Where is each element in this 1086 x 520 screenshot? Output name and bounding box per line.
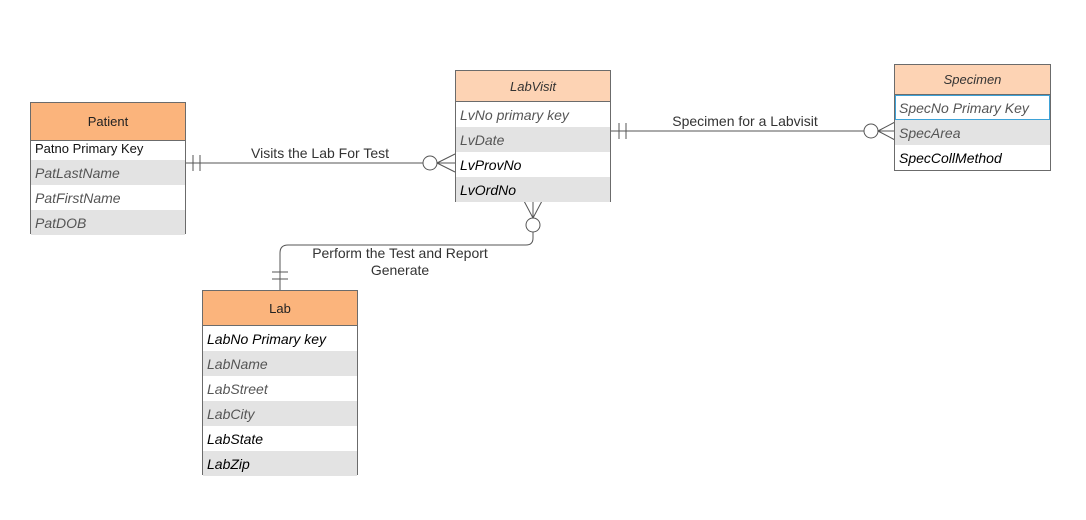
lab-attr-labzip[interactable]: LabZip (203, 451, 357, 476)
lab-attr-labstreet[interactable]: LabStreet (207, 380, 268, 397)
relationship-label-perform: Perform the Test and Report Generate (300, 245, 500, 279)
labvisit-attr-lvno[interactable]: LvNo primary key (460, 106, 569, 123)
connector-patient-labvisit[interactable] (186, 153, 456, 173)
relationship-label-visits: Visits the Lab For Test (251, 145, 389, 161)
lab-attr-labno[interactable]: LabNo Primary key (207, 330, 327, 347)
lab-attr-labname[interactable]: LabName (203, 351, 357, 376)
entity-patient[interactable]: Patient Patno Primary Key PatLastName Pa… (30, 102, 186, 235)
entity-labvisit[interactable]: LabVisit LvNo primary key LvDate LvProvN… (455, 70, 611, 202)
entity-lab-header[interactable]: Lab (203, 291, 357, 326)
lab-attr-labstate[interactable]: LabState (207, 430, 264, 447)
entity-lab[interactable]: Lab LabNo Primary key LabName LabStreet … (202, 290, 358, 476)
patient-attr-patlastname[interactable]: PatLastName (31, 160, 185, 185)
relationship-label-perform-line1: Perform the Test and Report (312, 245, 488, 261)
labvisit-attr-lvprovno[interactable]: LvProvNo (460, 156, 522, 173)
labvisit-attr-lvordno[interactable]: LvOrdNo (456, 177, 610, 202)
relationship-label-specimen-for: Specimen for a Labvisit (672, 113, 818, 129)
specimen-attr-speccollmethod[interactable]: SpecCollMethod (899, 149, 1002, 166)
specimen-attr-specarea[interactable]: SpecArea (895, 120, 1050, 145)
specimen-attr-specno[interactable]: SpecNo Primary Key (895, 95, 1050, 120)
labvisit-attr-lvdate[interactable]: LvDate (456, 127, 610, 152)
entity-labvisit-header[interactable]: LabVisit (456, 71, 610, 102)
patient-attr-patfirstname[interactable]: PatFirstName (35, 189, 121, 206)
entity-specimen-header[interactable]: Specimen (895, 65, 1050, 95)
lab-attr-labcity[interactable]: LabCity (203, 401, 357, 426)
entity-specimen[interactable]: Specimen SpecNo Primary Key SpecArea Spe… (894, 64, 1051, 171)
patient-attr-patdob[interactable]: PatDOB (31, 210, 185, 235)
connector-labvisit-specimen[interactable] (611, 121, 896, 141)
patient-attr-patno[interactable]: Patno Primary Key (35, 141, 144, 156)
connector-labvisit-lab[interactable] (272, 200, 543, 290)
relationship-label-perform-line2: Generate (370, 262, 430, 278)
entity-patient-header[interactable]: Patient (31, 103, 185, 141)
